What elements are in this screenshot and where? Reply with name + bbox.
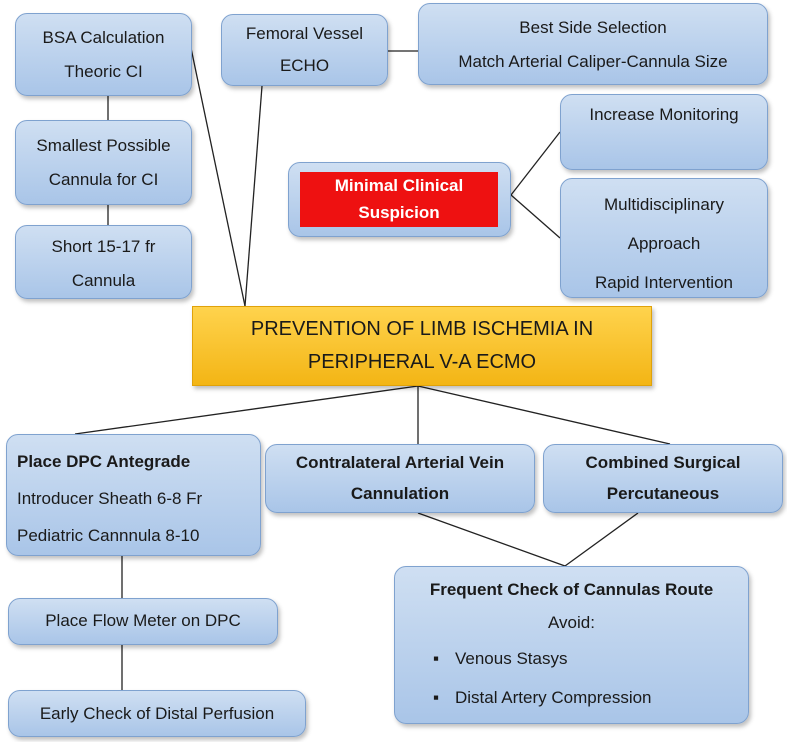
line-combined-to-frequent bbox=[564, 512, 639, 567]
monitoring-line-1: Increase Monitoring bbox=[589, 105, 739, 124]
flow-meter-line: Place Flow Meter on DPC bbox=[45, 611, 241, 630]
minimal-clinical-suspicion-box: Minimal Clinical Suspicion bbox=[300, 172, 498, 227]
combined-line-2: Percutaneous bbox=[606, 484, 720, 503]
line-minimal-to-multidisciplinary bbox=[510, 194, 561, 239]
early-check-line: Early Check of Distal Perfusion bbox=[39, 704, 275, 723]
contralateral-line-1: Contralateral Arterial Vein bbox=[295, 453, 505, 472]
main-title-box: PREVENTION OF LIMB ISCHEMIA IN PERIPHERA… bbox=[192, 306, 652, 386]
minimal-line-1: Minimal Clinical bbox=[334, 176, 464, 195]
multidisciplinary-box: Multidisciplinary Approach Rapid Interve… bbox=[560, 178, 768, 298]
multidisciplinary-line-2: Approach bbox=[627, 234, 701, 253]
short-cannula-box: Short 15-17 fr Cannula bbox=[15, 225, 192, 299]
best-side-line-1: Best Side Selection bbox=[519, 18, 667, 37]
femoral-line-2: ECHO bbox=[279, 56, 330, 75]
line-main-to-combined bbox=[417, 385, 671, 445]
bsa-line-2: Theoric CI bbox=[64, 62, 143, 81]
short-line-2: Cannula bbox=[71, 271, 136, 290]
early-check-box: Early Check of Distal Perfusion bbox=[8, 690, 306, 737]
dpc-heading: Place DPC Antegrade bbox=[17, 452, 191, 471]
bsa-line-1: BSA Calculation bbox=[42, 28, 165, 47]
femoral-line-1: Femoral Vessel bbox=[245, 24, 364, 43]
smallest-cannula-box: Smallest Possible Cannula for CI bbox=[15, 120, 192, 205]
best-side-selection-box: Best Side Selection Match Arterial Calip… bbox=[418, 3, 768, 85]
combined-line-1: Combined Surgical bbox=[585, 453, 741, 472]
minimal-line-2: Suspicion bbox=[358, 203, 440, 222]
frequent-check-box: Frequent Check of Cannulas Route Avoid: … bbox=[394, 566, 749, 724]
frequent-avoid: Avoid: bbox=[548, 613, 595, 632]
contralateral-line-2: Cannulation bbox=[350, 484, 450, 503]
smallest-line-2: Cannula for CI bbox=[48, 170, 159, 189]
line-main-to-dpc bbox=[74, 385, 419, 435]
dpc-line-1: Introducer Sheath 6-8 Fr bbox=[17, 489, 203, 508]
main-title-line-2: PERIPHERAL V-A ECMO bbox=[307, 351, 537, 373]
multidisciplinary-line-3: Rapid Intervention bbox=[595, 273, 733, 292]
smallest-line-1: Smallest Possible bbox=[36, 136, 171, 155]
place-dpc-antegrade-box: Place DPC Antegrade Introducer Sheath 6-… bbox=[6, 434, 261, 556]
line-bsa-to-main bbox=[190, 47, 246, 307]
femoral-vessel-echo-box: Femoral Vessel ECHO bbox=[221, 14, 388, 86]
frequent-heading: Frequent Check of Cannulas Route bbox=[429, 580, 714, 599]
line-minimal-to-monitoring bbox=[510, 131, 561, 196]
contralateral-cannulation-box: Contralateral Arterial Vein Cannulation bbox=[265, 444, 535, 513]
place-flow-meter-box: Place Flow Meter on DPC bbox=[8, 598, 278, 645]
short-line-1: Short 15-17 fr bbox=[51, 237, 156, 256]
increase-monitoring-box: Increase Monitoring bbox=[560, 94, 768, 170]
best-side-line-2: Match Arterial Caliper-Cannula Size bbox=[458, 52, 728, 71]
main-title-line-1: PREVENTION OF LIMB ISCHEMIA IN bbox=[250, 318, 594, 340]
line-contralateral-to-frequent bbox=[417, 512, 566, 567]
bullet-venous-stasys: Venous Stasys bbox=[433, 639, 748, 678]
bullet-distal-artery: Distal Artery Compression bbox=[433, 678, 748, 717]
line-femoral-to-main bbox=[244, 85, 263, 307]
frequent-bullet-list: Venous Stasys Distal Artery Compression bbox=[395, 639, 748, 717]
combined-surgical-box: Combined Surgical Percutaneous bbox=[543, 444, 783, 513]
multidisciplinary-line-1: Multidisciplinary bbox=[604, 195, 724, 214]
bsa-calculation-box: BSA Calculation Theoric CI bbox=[15, 13, 192, 96]
dpc-line-2: Pediatric Cannnula 8-10 bbox=[17, 526, 200, 545]
